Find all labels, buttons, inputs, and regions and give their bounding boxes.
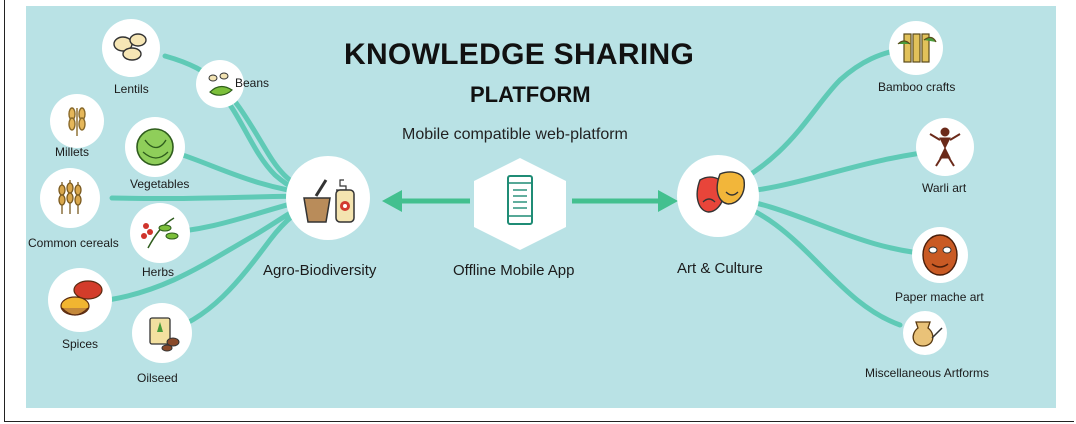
warli-art-label: Warli art (922, 181, 967, 195)
phone-icon (507, 175, 533, 225)
miscellaneous-artforms-label: Miscellaneous Artforms (865, 366, 990, 380)
beans-label: Beans (235, 76, 270, 90)
paper-mache-art-node (912, 227, 968, 283)
beans-node (196, 60, 244, 108)
cereals-icon (58, 180, 82, 214)
image-frame (4, 0, 1074, 422)
vegetables-label: Vegetables (130, 177, 190, 191)
page-title-line2: PLATFORM (470, 82, 591, 107)
paper-mache-art-label: Paper mache art (895, 290, 984, 304)
offline-mobile-app-label: Offline Mobile App (453, 262, 575, 279)
arrow-to-art (572, 190, 678, 212)
page-subtitle: Mobile compatible web-platform (402, 126, 628, 143)
herbs-node (130, 203, 190, 263)
bamboo-icon (897, 33, 937, 63)
millets-node (50, 94, 104, 148)
millets-label: Millets (55, 145, 90, 159)
lentils-icon (113, 33, 147, 61)
pottery-icon (912, 321, 943, 347)
agro-icon (303, 179, 355, 223)
herbs-icon (141, 217, 179, 249)
common-cereals-label: Common cereals (28, 236, 119, 250)
bamboo-crafts-label: Bamboo crafts (878, 80, 956, 94)
millets-icon (68, 107, 86, 136)
offline-mobile-app-hub (474, 158, 566, 250)
lentils-label: Lentils (114, 82, 149, 96)
arrow-to-agro (382, 190, 470, 212)
spices-icon (60, 280, 103, 316)
spices-label: Spices (62, 337, 99, 351)
spices-node (48, 268, 112, 332)
common-cereals-node (40, 168, 100, 228)
oilseed-label: Oilseed (137, 371, 178, 385)
cabbage-icon (136, 128, 174, 166)
herbs-label: Herbs (142, 265, 175, 279)
oilseed-icon (149, 317, 180, 352)
bamboo-crafts-node (889, 21, 943, 75)
warli-art-node (916, 118, 974, 176)
agro-biodiversity-hub (286, 156, 370, 240)
vegetables-node (125, 117, 185, 177)
miscellaneous-artforms-node (903, 311, 947, 355)
agro-biodiversity-label: Agro-Biodiversity (263, 262, 377, 279)
art-culture-hub (677, 155, 759, 237)
mask-icon (922, 234, 958, 276)
lentils-node (102, 19, 160, 77)
warli-icon (929, 127, 961, 167)
art-culture-label: Art & Culture (677, 260, 763, 277)
page-title-line1: KNOWLEDGE SHARING (344, 38, 695, 71)
oilseed-node (132, 303, 192, 363)
theatre-masks-icon (696, 171, 745, 213)
beans-icon (208, 72, 233, 96)
